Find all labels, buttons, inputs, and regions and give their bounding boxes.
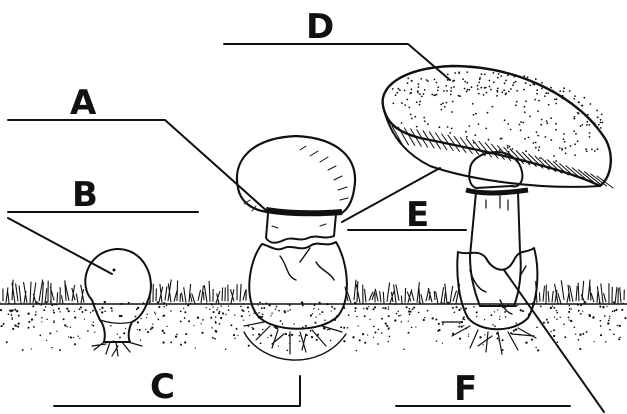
label-e: E <box>406 195 429 235</box>
grass-line <box>0 280 627 305</box>
leader-lines <box>8 44 604 412</box>
leader-a <box>8 120 268 212</box>
label-b: B <box>72 175 98 215</box>
roots-f <box>442 322 536 354</box>
egg-stage-mushroom <box>237 136 355 354</box>
label-d: D <box>306 7 334 47</box>
leader-d <box>224 44 450 80</box>
leader-b-pointer <box>8 218 112 274</box>
cap-hatching-a <box>244 146 348 211</box>
cap-stipple <box>392 71 603 162</box>
leader-c <box>54 376 300 406</box>
label-f: F <box>454 369 477 409</box>
label-c: C <box>150 367 175 407</box>
roots-b <box>92 342 142 356</box>
label-a: A <box>70 83 97 123</box>
